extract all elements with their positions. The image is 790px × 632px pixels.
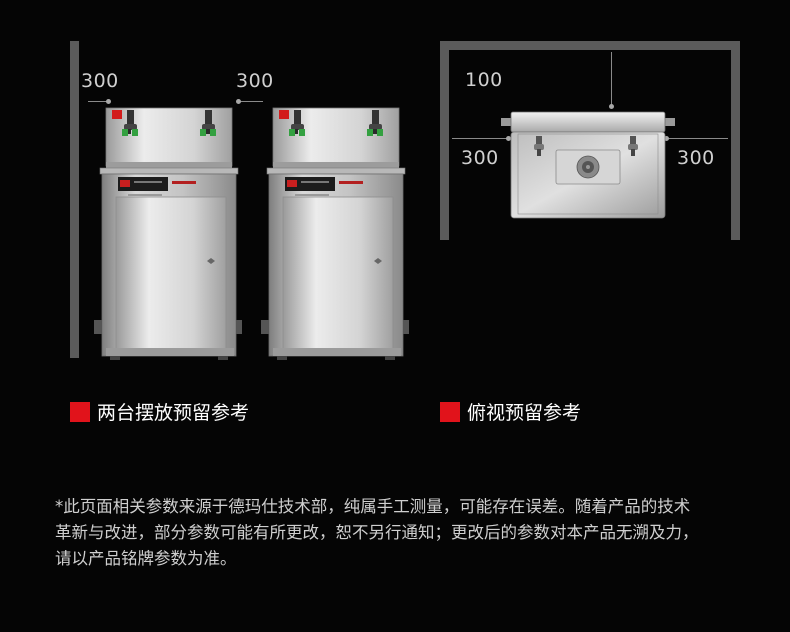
middle-clearance-dot xyxy=(236,99,241,104)
middle-clearance-label: 300 xyxy=(236,70,274,92)
top-clearance-line xyxy=(611,52,612,107)
red-square-marker xyxy=(70,401,90,422)
right-side-clearance-line xyxy=(664,138,728,139)
red-square-marker xyxy=(440,401,460,422)
top-clearance-dot xyxy=(609,104,614,109)
left-clearance-label: 300 xyxy=(81,70,119,92)
top-wall xyxy=(440,41,740,50)
left-clearance-dot xyxy=(106,99,111,104)
left-clearance-line xyxy=(88,101,110,102)
left-side-clearance-dot xyxy=(506,136,511,141)
disclaimer-note: *此页面相关参数来源于德玛仕技术部，纯属手工测量，可能存在误差。随着产品的技术 … xyxy=(55,494,745,572)
middle-clearance-line xyxy=(237,101,263,102)
right-side-wall xyxy=(731,41,740,240)
left-wall xyxy=(70,41,79,358)
left-side-clearance-label: 300 xyxy=(461,147,499,169)
top-view-caption-text: 俯视预留参考 xyxy=(467,402,582,424)
right-side-clearance-dot xyxy=(664,136,669,141)
top-clearance-label: 100 xyxy=(465,69,503,91)
disclaimer-line-3: 请以产品铭牌参数为准。 xyxy=(55,549,237,568)
left-side-wall xyxy=(440,41,449,240)
water-boiler-top-view xyxy=(501,111,675,219)
disclaimer-line-2: 革新与改进，部分参数可能有所更改，恕不另行通知；更改后的参数对本产品无溯及力， xyxy=(55,523,699,542)
front-view-caption-text: 两台摆放预留参考 xyxy=(97,402,250,424)
front-view-caption: 两台摆放预留参考 xyxy=(70,398,249,425)
right-side-clearance-label: 300 xyxy=(677,147,715,169)
left-side-clearance-line xyxy=(452,138,510,139)
top-view-caption: 俯视预留参考 xyxy=(440,398,581,425)
water-boiler-machine-1 xyxy=(94,107,242,360)
water-boiler-machine-2 xyxy=(261,107,409,360)
disclaimer-line-1: *此页面相关参数来源于德玛仕技术部，纯属手工测量，可能存在误差。随着产品的技术 xyxy=(55,497,691,516)
